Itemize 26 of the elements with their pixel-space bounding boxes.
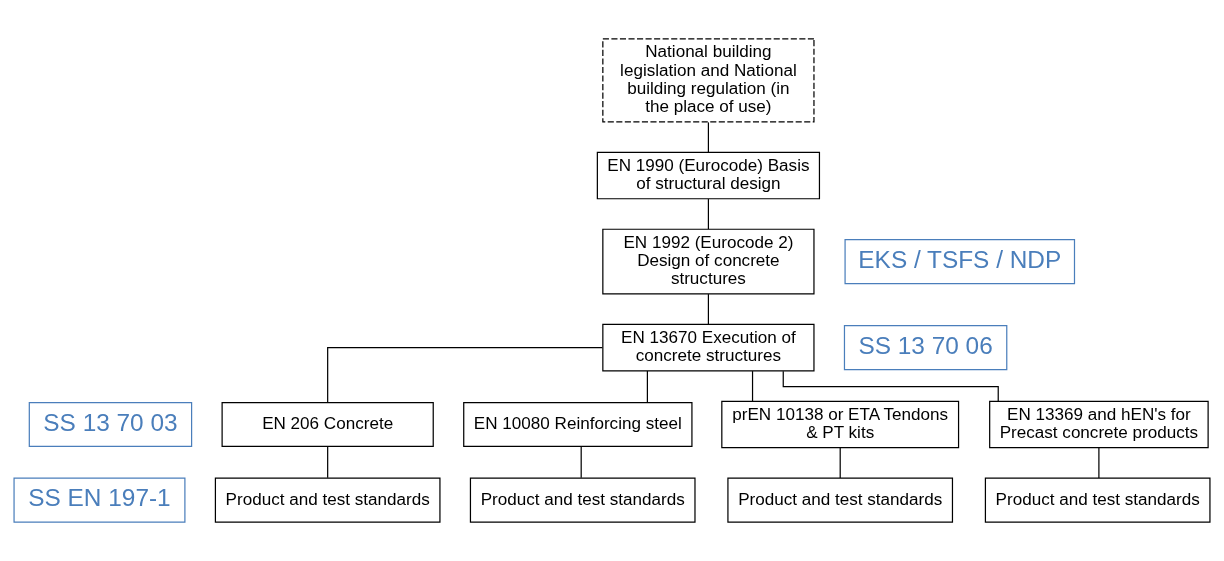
connector — [839, 447, 841, 479]
node-box: SS 13 70 03 — [28, 401, 193, 448]
node-box: prEN 10138 or ETA Tendons & PT kits — [721, 400, 960, 449]
node-box: EN 206 Concrete — [221, 401, 434, 448]
connector — [327, 446, 329, 479]
node-box: Product and test standards — [214, 477, 441, 523]
connector — [707, 121, 709, 153]
node-box: National building legislation and National building regulation (in the place of use) — [602, 38, 815, 123]
node-box: Product and test standards — [469, 477, 696, 523]
node-box: EN 13670 Execution of concrete structures — [602, 323, 815, 372]
connector — [580, 446, 582, 479]
node-box: EKS / TSFS / NDP — [844, 239, 1076, 285]
node-box: EN 13369 and hEN's for Precast concrete products — [989, 400, 1209, 449]
connector — [707, 293, 709, 326]
node-box: SS EN 197-1 — [13, 477, 186, 523]
node-box: EN 1990 (Eurocode) Basis of structural design — [596, 151, 821, 200]
connector — [751, 370, 754, 402]
connector — [707, 198, 709, 230]
node-box: Product and test standards — [984, 477, 1211, 523]
connector — [1098, 447, 1100, 479]
node-box: Product and test standards — [727, 477, 954, 523]
connector — [327, 347, 603, 403]
connector — [646, 370, 648, 403]
node-box: SS 13 70 06 — [843, 325, 1008, 371]
node-box: EN 1992 (Eurocode 2) Design of concrete structures — [602, 228, 815, 295]
node-box: EN 10080 Reinforcing steel — [463, 401, 693, 448]
